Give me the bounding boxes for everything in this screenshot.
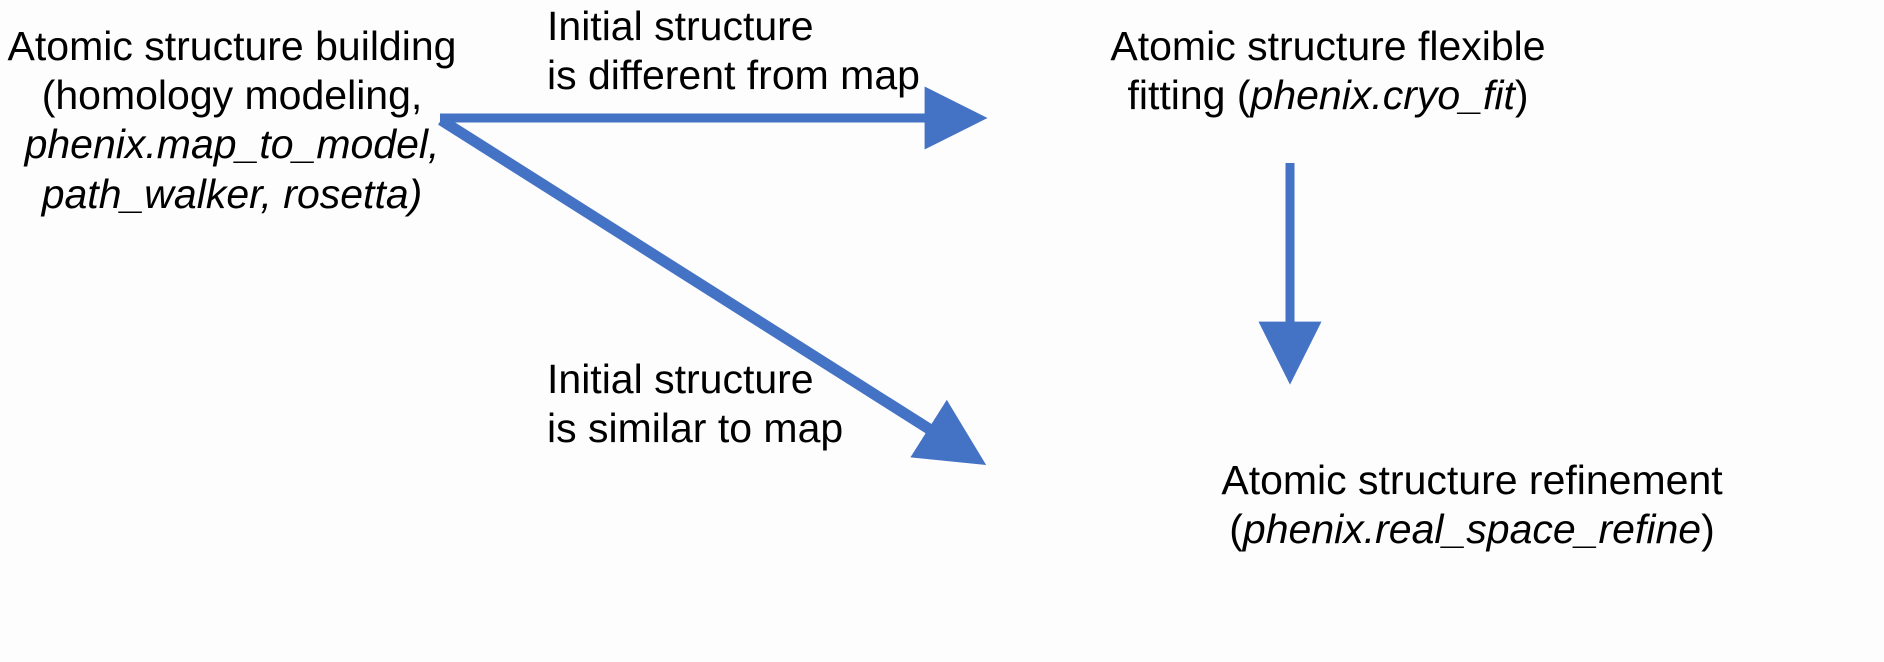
node-flexible-fitting-prefix: fitting (: [1127, 72, 1251, 119]
edge-label-similar-to-map: Initial structure is similar to map: [547, 355, 843, 453]
node-building-line3: phenix.map_to_model,: [24, 121, 440, 168]
node-flexible-fitting-command: phenix.cryo_fit: [1250, 72, 1515, 119]
edge-label-similar-line1: Initial structure: [547, 356, 814, 402]
node-building-line1: Atomic structure building: [7, 23, 457, 69]
node-atomic-structure-flexible-fitting: Atomic structure flexible fitting (pheni…: [1078, 22, 1578, 120]
node-flexible-fitting-line1: Atomic structure flexible: [1110, 23, 1546, 69]
edge-label-different-line2: is different from map: [547, 52, 920, 99]
arrow-building-to-refinement: [438, 115, 987, 466]
node-building-line2: (homology modeling,: [41, 72, 423, 119]
node-flexible-fitting-suffix: ): [1514, 72, 1529, 119]
node-building-line4-italic: path_walker, rosetta): [41, 170, 423, 217]
node-refinement-line2: (phenix.real_space_refine): [1060, 505, 1884, 554]
node-building-line4: path_walker, rosetta): [2, 170, 462, 219]
node-flexible-fitting-line2: fitting (phenix.cryo_fit): [1078, 71, 1578, 120]
node-refinement-command: phenix.real_space_refine: [1242, 506, 1702, 553]
edge-label-different-line1: Initial structure: [547, 3, 814, 49]
node-atomic-structure-building: Atomic structure building (homology mode…: [2, 22, 462, 219]
node-refinement-prefix: (: [1229, 506, 1243, 553]
edge-label-different-from-map: Initial structure is different from map: [547, 2, 920, 100]
edge-label-similar-line2: is similar to map: [547, 405, 844, 452]
node-refinement-suffix: ): [1701, 506, 1715, 553]
node-atomic-structure-refinement: Atomic structure refinement (phenix.real…: [1060, 456, 1884, 554]
node-refinement-line1: Atomic structure refinement: [1221, 457, 1723, 503]
